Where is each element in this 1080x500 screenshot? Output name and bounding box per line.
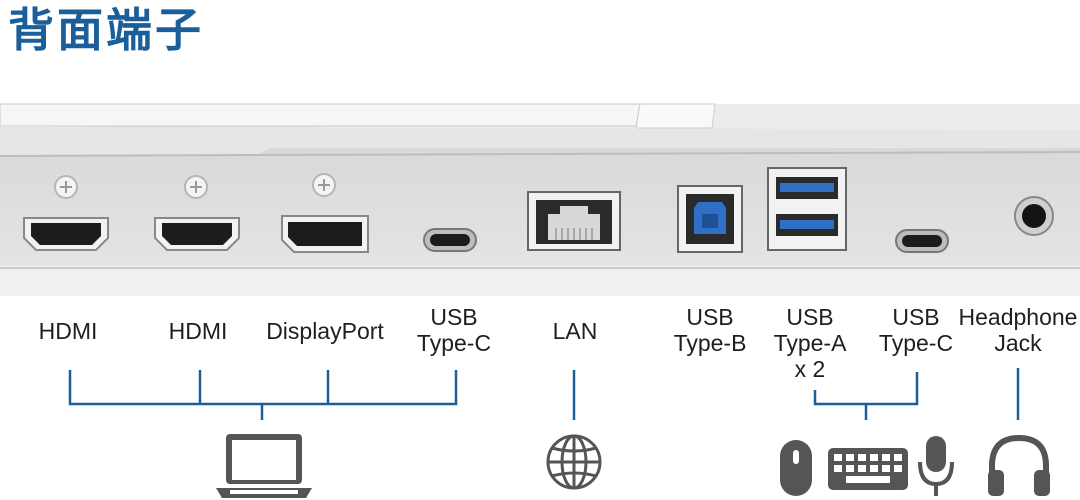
hdmi-port-2 xyxy=(154,217,240,251)
monitor-rear-panel xyxy=(0,103,1080,296)
usb-b-port xyxy=(677,185,743,253)
label-displayport: DisplayPort xyxy=(266,318,384,344)
laptop-icon xyxy=(216,434,312,498)
headphones-icon xyxy=(988,434,1050,496)
lan-port xyxy=(527,191,621,251)
label-lan: LAN xyxy=(552,318,598,344)
keyboard-icon xyxy=(828,448,908,490)
label-hdmi-1: HDMI xyxy=(38,318,98,344)
headphone-jack xyxy=(1014,196,1054,236)
usb-a-ports xyxy=(767,167,847,251)
hdmi-port-1 xyxy=(23,217,109,251)
mouse-icon xyxy=(780,440,812,496)
microphone-icon xyxy=(918,436,954,496)
usb-c-port-2 xyxy=(895,229,949,253)
usb-c-port-1 xyxy=(423,228,477,252)
page-title: 背面端子 xyxy=(8,3,204,57)
label-hdmi-2: HDMI xyxy=(168,318,228,344)
globe-icon xyxy=(546,434,602,490)
displayport-port xyxy=(281,215,369,253)
